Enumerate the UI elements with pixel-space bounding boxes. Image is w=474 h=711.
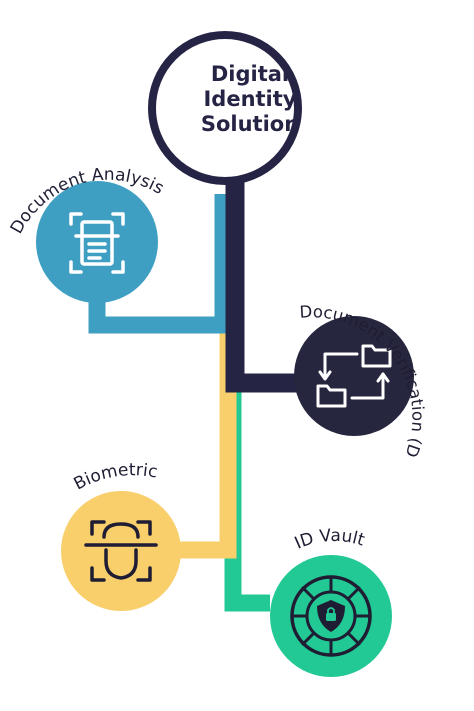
vault-label: ID Vault [292,526,368,554]
dvs-circle [294,316,414,436]
vault-node [270,555,392,677]
folder-exchange-icon [316,344,392,408]
connectors [88,180,320,612]
biometric-label: Biometric [71,460,159,494]
title: Digital Identity Solution [150,62,350,137]
title-line-2: Identity [203,87,297,111]
navy-connector [225,180,320,393]
vault-lock-icon [290,575,372,657]
biometric-node [61,491,181,611]
document-scan-icon [69,212,125,274]
face-scan-icon [84,520,158,582]
dvs-node [294,316,414,436]
analysis-circle [36,181,158,303]
blue-connector [88,194,232,334]
biometric-circle [61,491,181,611]
analysis-node [36,181,158,303]
yellow-connector [170,330,237,559]
green-connector [224,385,270,612]
title-line-1: Digital [210,62,290,86]
title-circle [148,31,302,185]
title-line-3: Solution [200,112,300,136]
